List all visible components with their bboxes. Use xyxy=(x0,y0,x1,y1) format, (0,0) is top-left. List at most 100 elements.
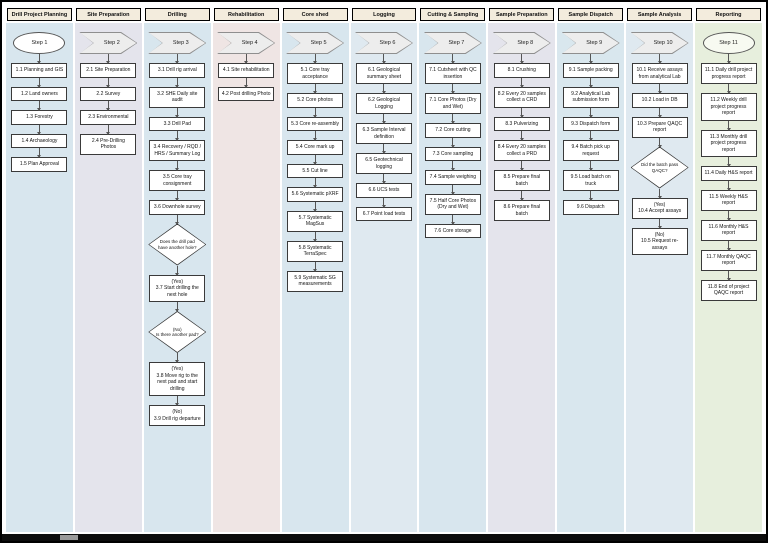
process-box: 8.4 Every 20 samples collect a PRD xyxy=(493,140,550,161)
process-box: 5.5 Cut line xyxy=(287,163,344,178)
down-arrow-connector-icon xyxy=(381,197,386,208)
chevron-shape-fill xyxy=(287,33,344,53)
process-box: 11.3 Monthly drill project progress repo… xyxy=(700,129,757,157)
chevron-shape-fill xyxy=(631,33,688,53)
process-box: 3.4 Recovery / RQD / HRS / Summary Log xyxy=(149,140,206,161)
horizontal-scrollbar-thumb[interactable] xyxy=(60,535,78,540)
decision-diamond: (No) Is there another pad? xyxy=(148,311,207,353)
down-arrow-connector-icon xyxy=(657,84,662,94)
process-box: 9.1 Sample packing xyxy=(562,63,619,78)
process-box: 6.1 Geological summary sheet xyxy=(355,63,412,84)
step-label: Step 10 xyxy=(653,40,673,46)
process-box: 10.3 Prepare QAQC report xyxy=(631,116,688,138)
down-arrow-connector-icon xyxy=(519,131,524,141)
process-box: 5.3 Core re-assembly xyxy=(287,116,344,131)
process-box: 8.6 Prepare final batch xyxy=(493,200,550,221)
down-arrow-connector-icon xyxy=(450,214,455,225)
process-box: 7.5 Half Core Photos (Dry and Wet) xyxy=(424,193,481,215)
process-box: 5.1 Core tray acceptance xyxy=(287,63,344,84)
step-label: Step 5 xyxy=(310,40,327,46)
process-box: 1.1 Planning and GIS xyxy=(11,63,68,78)
process-box: 3.5 Core tray consignment xyxy=(149,170,206,191)
lane-title: Sample Dispatch xyxy=(558,8,624,21)
lane-title: Sample Analysis xyxy=(627,8,693,21)
process-box: 5.6 Systematic pXRF xyxy=(287,187,344,202)
process-box: (Yes) 3.8 Move rig to the next pad and s… xyxy=(149,362,206,396)
down-arrow-connector-icon xyxy=(381,54,386,64)
process-box: 11.5 Weekly H&S report xyxy=(700,189,757,211)
down-arrow-connector-icon xyxy=(726,54,731,64)
down-arrow-connector-icon xyxy=(381,114,386,124)
down-arrow-connector-icon xyxy=(450,114,455,124)
down-arrow-connector-icon xyxy=(588,131,593,141)
decision-label: Does the drill pad have another hole? xyxy=(157,239,197,250)
down-arrow-connector-icon xyxy=(106,54,111,64)
down-arrow-connector-icon xyxy=(175,302,180,312)
down-arrow-connector-icon xyxy=(588,191,593,201)
process-box: 10.2 Load in DB xyxy=(631,93,688,108)
process-box: 9.6 Dispatch xyxy=(562,200,619,215)
chevron-shape-fill xyxy=(218,33,275,53)
lane-title: Reporting xyxy=(696,8,761,21)
process-box: 9.5 Load batch on truck xyxy=(562,170,619,191)
down-arrow-connector-icon xyxy=(37,77,42,88)
down-arrow-connector-icon xyxy=(450,184,455,195)
down-arrow-connector-icon xyxy=(381,84,386,94)
lane-title: Site Preparation xyxy=(75,8,141,21)
process-box: 1.5 Plan Approval xyxy=(11,157,68,172)
process-box: 8.1 Crushing xyxy=(493,63,550,78)
down-arrow-connector-icon xyxy=(244,54,249,64)
down-arrow-connector-icon xyxy=(175,77,180,88)
lane-title: Drill Project Planning xyxy=(7,8,72,21)
process-box: 6.6 UCS tests xyxy=(355,183,412,198)
process-box: 11.7 Monthly QAQC report xyxy=(700,249,757,271)
down-arrow-connector-icon xyxy=(588,107,593,118)
down-arrow-connector-icon xyxy=(450,137,455,148)
down-arrow-connector-icon xyxy=(726,84,731,94)
process-box: 6.2 Geological Logging xyxy=(355,93,412,114)
down-arrow-connector-icon xyxy=(313,178,318,188)
process-box: 3.6 Downhole survey xyxy=(149,200,206,215)
process-box: 11.2 Weekly drill project progress repor… xyxy=(700,93,757,121)
step-label: Step 6 xyxy=(379,40,396,46)
down-arrow-connector-icon xyxy=(450,161,455,171)
step-shape-step-9: Step 9 xyxy=(561,32,620,54)
down-arrow-connector-icon xyxy=(381,174,386,184)
process-box: 7.4 Sample weighing xyxy=(424,170,481,185)
step-shape-step-6: Step 6 xyxy=(354,32,413,54)
step-label: Step 3 xyxy=(172,40,189,46)
step-shape-step-2: Step 2 xyxy=(79,32,138,54)
process-box: 11.6 Monthly H&S report xyxy=(700,219,757,241)
process-box: 2.3 Environmental xyxy=(80,110,137,125)
down-arrow-connector-icon xyxy=(726,240,731,251)
process-box: 8.2 Every 20 samples collect a CRD xyxy=(493,86,550,108)
process-box: 1.4 Archaeology xyxy=(11,133,68,148)
down-arrow-connector-icon xyxy=(519,191,524,201)
decision-diamond: Did the batch pass QAQC? xyxy=(630,146,689,189)
process-box: 2.1 Site Preparation xyxy=(80,63,137,78)
step-shape-step-11: Step 11 xyxy=(702,32,755,54)
process-box: 6.3 Sample Interval definition xyxy=(355,123,412,144)
down-arrow-connector-icon xyxy=(726,180,731,191)
step-shape-step-4: Step 4 xyxy=(217,32,276,54)
process-box: 11.4 Daily H&S report xyxy=(700,166,757,181)
down-arrow-connector-icon xyxy=(313,201,318,212)
process-box: (Yes) 10.4 Accept assays xyxy=(631,197,688,219)
down-arrow-connector-icon xyxy=(175,161,180,171)
lane-title: Cutting & Sampling xyxy=(420,8,486,21)
step-shape-step-3: Step 3 xyxy=(148,32,207,54)
process-box: 7.6 Core storage xyxy=(424,223,481,238)
process-box: 9.3 Dispatch form xyxy=(562,116,619,131)
